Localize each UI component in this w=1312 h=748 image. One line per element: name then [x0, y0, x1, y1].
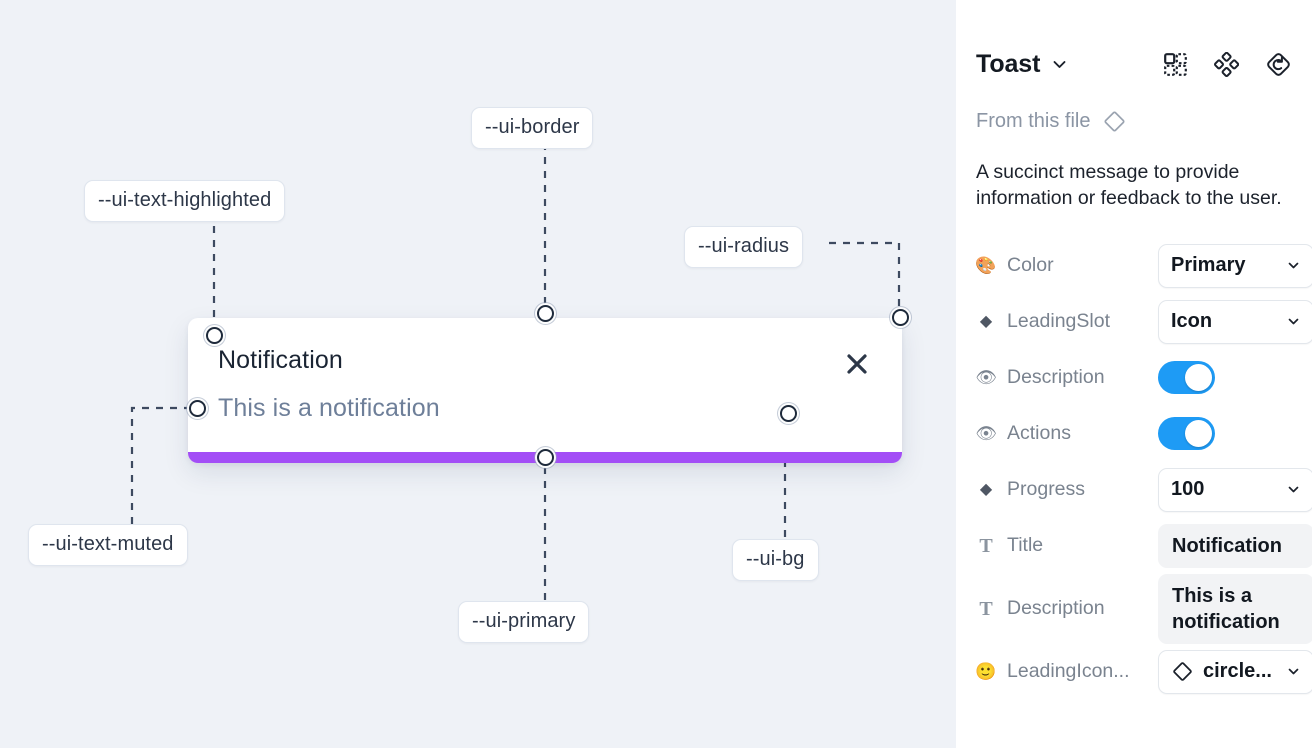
property-label-description-text: T Description — [972, 597, 1158, 620]
actions-toggle[interactable] — [1158, 417, 1215, 451]
annotation-chip-ui-bg[interactable]: --ui-bg — [732, 539, 819, 581]
property-row-description-text: T Description This is a notification — [972, 573, 1312, 644]
property-label-leadingslot: ◆ LeadingSlot — [972, 310, 1158, 333]
toast-description: This is a notification — [218, 394, 440, 422]
variants-icon[interactable] — [1214, 52, 1239, 77]
diamond-icon: ◆ — [979, 480, 993, 498]
handle-ui-text-muted[interactable] — [189, 400, 206, 417]
color-select[interactable]: Primary — [1158, 243, 1312, 288]
chevron-down-icon — [1286, 258, 1301, 273]
color-select-value: Primary — [1171, 254, 1246, 277]
property-list: 🎨 Color Primary ◆ LeadingSlot — [972, 238, 1312, 700]
handle-ui-radius[interactable] — [892, 309, 909, 326]
handle-ui-primary[interactable] — [537, 449, 554, 466]
annotation-chip-ui-border[interactable]: --ui-border — [471, 107, 594, 149]
property-label-leadingicon: 🙂 LeadingIcon... — [975, 660, 1130, 683]
toast-preview[interactable]: Notification This is a notification — [188, 318, 902, 463]
description-field[interactable]: This is a notification — [1158, 573, 1312, 644]
eye-emoji: 👁 — [975, 424, 997, 444]
diamond-icon — [1102, 109, 1127, 134]
progress-select[interactable]: 100 — [1158, 467, 1312, 512]
palette-emoji: 🎨 — [975, 256, 997, 276]
property-row-leadingicon: 🙂 LeadingIcon... circle... — [972, 644, 1312, 700]
property-row-progress: ◆ Progress 100 — [972, 462, 1312, 518]
property-row-description-toggle: 👁 Description — [972, 350, 1296, 406]
property-row-color: 🎨 Color Primary — [972, 238, 1312, 294]
eye-emoji: 👁 — [975, 368, 997, 388]
chevron-down-icon[interactable] — [1051, 56, 1068, 73]
chevron-down-icon — [1286, 482, 1301, 497]
property-row-leadingslot: ◆ LeadingSlot Icon — [972, 294, 1312, 350]
close-icon[interactable] — [840, 347, 874, 381]
page-title: Toast — [976, 50, 1041, 78]
component-description: A succinct message to provide informatio… — [976, 161, 1282, 209]
annotation-chip-ui-primary[interactable]: --ui-primary — [458, 601, 590, 643]
design-canvas[interactable]: Notification This is a notification --ui… — [0, 0, 956, 748]
from-this-file-row[interactable]: From this file — [972, 109, 1296, 134]
panel-header-actions — [1163, 51, 1292, 78]
leadingicon-select[interactable]: circle... — [1158, 649, 1312, 694]
property-label-description-toggle: 👁 Description — [975, 366, 1105, 389]
panel-header: Toast — [972, 50, 1296, 79]
from-this-file-label: From this file — [976, 110, 1091, 132]
toggle-knob — [1185, 420, 1212, 448]
handle-ui-bg[interactable] — [780, 405, 797, 422]
leadingicon-select-value: circle... — [1203, 660, 1272, 683]
property-row-actions-toggle: 👁 Actions — [972, 406, 1296, 462]
annotation-chip-ui-text-muted[interactable]: --ui-text-muted — [28, 524, 188, 566]
diamond-icon: ◆ — [979, 312, 993, 330]
progress-select-value: 100 — [1171, 478, 1205, 501]
toast-title: Notification — [218, 346, 343, 374]
property-label-actions-toggle: 👁 Actions — [975, 422, 1071, 445]
smiley-emoji: 🙂 — [975, 662, 997, 682]
text-icon: T — [979, 534, 993, 557]
toggle-knob — [1185, 364, 1212, 392]
property-label-title: T Title — [972, 534, 1158, 557]
leadingslot-select-value: Icon — [1171, 310, 1213, 333]
property-label-color: 🎨 Color — [975, 254, 1054, 277]
component-icon[interactable] — [1163, 52, 1188, 77]
reset-icon[interactable] — [1265, 51, 1292, 78]
property-row-title: T Title Notification — [972, 518, 1312, 574]
properties-panel: Toast — [956, 0, 1312, 748]
property-label-progress: ◆ Progress — [972, 478, 1158, 501]
handle-ui-border[interactable] — [537, 305, 554, 322]
annotation-chip-ui-radius[interactable]: --ui-radius — [684, 226, 804, 268]
chevron-down-icon — [1286, 314, 1301, 329]
text-icon: T — [979, 597, 993, 620]
title-field[interactable]: Notification — [1158, 523, 1312, 568]
leadingslot-select[interactable]: Icon — [1158, 299, 1312, 344]
handle-ui-text-highlighted[interactable] — [206, 327, 223, 344]
chevron-down-icon — [1286, 664, 1301, 679]
description-toggle[interactable] — [1158, 361, 1215, 395]
annotation-chip-ui-text-highlighted[interactable]: --ui-text-highlighted — [84, 180, 286, 222]
diamond-icon — [1171, 660, 1194, 683]
